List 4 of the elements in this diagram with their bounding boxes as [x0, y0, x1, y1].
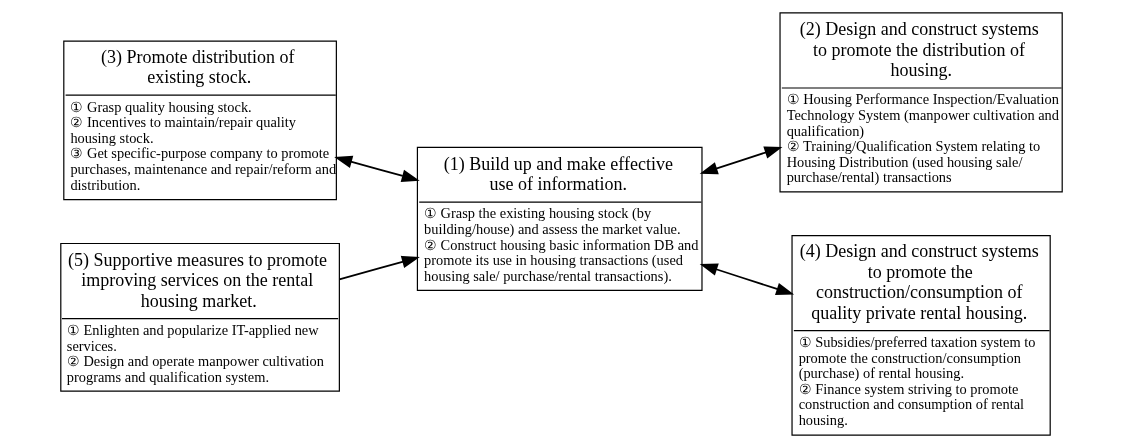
arrow: [333, 155, 420, 182]
arrow: [699, 263, 794, 295]
arrow: [338, 255, 420, 281]
arrow: [699, 146, 782, 175]
